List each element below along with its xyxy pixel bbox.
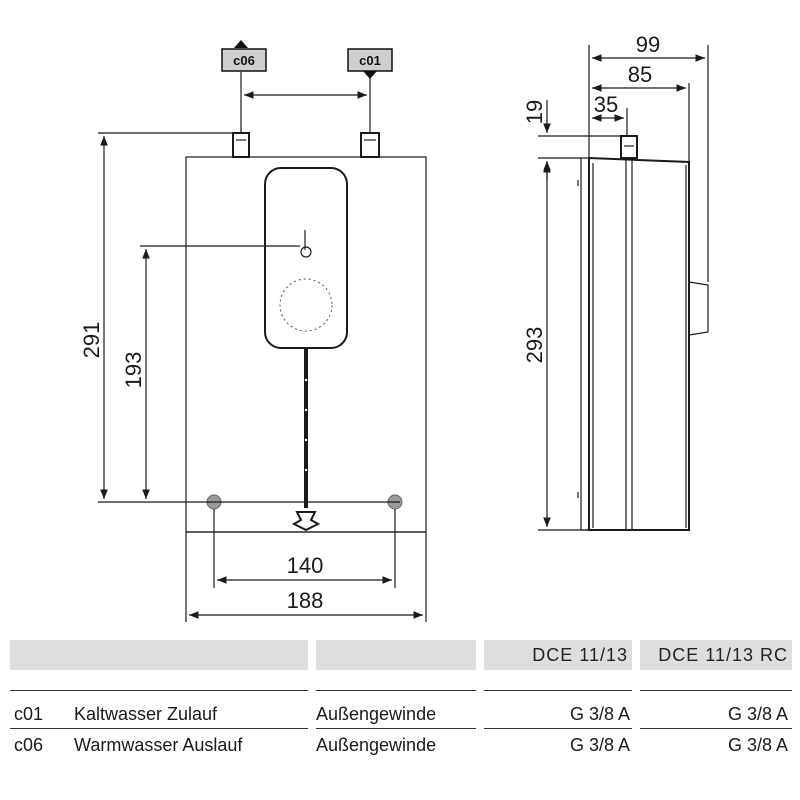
table-rule — [316, 690, 476, 691]
table-rule — [10, 728, 308, 729]
row-code: c01 — [14, 704, 44, 724]
c01-tag: c01 — [347, 48, 393, 79]
table-rule — [640, 690, 792, 691]
table-header-blank-2 — [316, 640, 476, 670]
table-rule — [640, 728, 792, 729]
table-rule — [316, 728, 476, 729]
power-ring-icon — [279, 278, 333, 332]
connection-spec-table: DCE 11/13 DCE 11/13 RC c01 Kaltwasser Zu… — [0, 630, 800, 800]
row-description: Warmwasser Auslauf — [74, 735, 243, 755]
dim-19-label: 19 — [522, 100, 547, 124]
side-view: 99 85 35 19 293 — [522, 32, 709, 531]
technical-drawing: c06 c01 291 193 — [79, 32, 709, 622]
row-thread-type: Außengewinde — [316, 735, 437, 755]
dim-188-label: 188 — [287, 588, 324, 613]
row-value-dce-rc: G 3/8 A — [727, 735, 788, 755]
dim-85-label: 85 — [628, 62, 652, 87]
outlet-valve-icon — [291, 511, 321, 532]
hot-water-connector — [232, 132, 250, 158]
table-rule — [10, 690, 308, 691]
row-value-dce-rc: G 3/8 A — [727, 704, 788, 724]
dim-99-label: 99 — [636, 32, 660, 57]
front-view: c06 c01 291 193 — [79, 40, 427, 622]
table-header-blank-1 — [10, 640, 308, 670]
table-row: c06 Warmwasser Auslauf Außengewinde G 3/… — [0, 731, 800, 759]
side-panel-bump — [688, 281, 709, 336]
row-thread-type: Außengewinde — [316, 704, 437, 724]
dim-291-label: 291 — [79, 322, 104, 359]
c06-tag-label: c06 — [233, 53, 255, 68]
table-row: c01 Kaltwasser Zulauf Außengewinde G 3/8… — [0, 700, 800, 728]
dim-140-label: 140 — [287, 553, 324, 578]
dim-293-label: 293 — [522, 327, 547, 364]
row-code: c06 — [14, 735, 44, 755]
side-wall-plate — [580, 157, 590, 531]
row-value-dce: G 3/8 A — [569, 704, 630, 724]
front-control-panel — [264, 167, 348, 349]
row-value-dce: G 3/8 A — [569, 735, 630, 755]
c01-tag-label: c01 — [359, 53, 381, 68]
row-description: Kaltwasser Zulauf — [74, 704, 218, 724]
cold-water-connector — [360, 132, 380, 158]
side-connector — [620, 135, 638, 159]
table-rule — [484, 728, 632, 729]
c06-tag: c06 — [221, 40, 267, 72]
dim-35-label: 35 — [594, 92, 618, 117]
side-body-outline — [588, 156, 690, 531]
temperature-knob-icon — [300, 246, 312, 258]
table-header-dce-11-13: DCE 11/13 — [484, 640, 632, 670]
table-header-dce-11-13-rc: DCE 11/13 RC — [640, 640, 792, 670]
dim-193-label: 193 — [121, 352, 146, 389]
table-rule — [484, 690, 632, 691]
